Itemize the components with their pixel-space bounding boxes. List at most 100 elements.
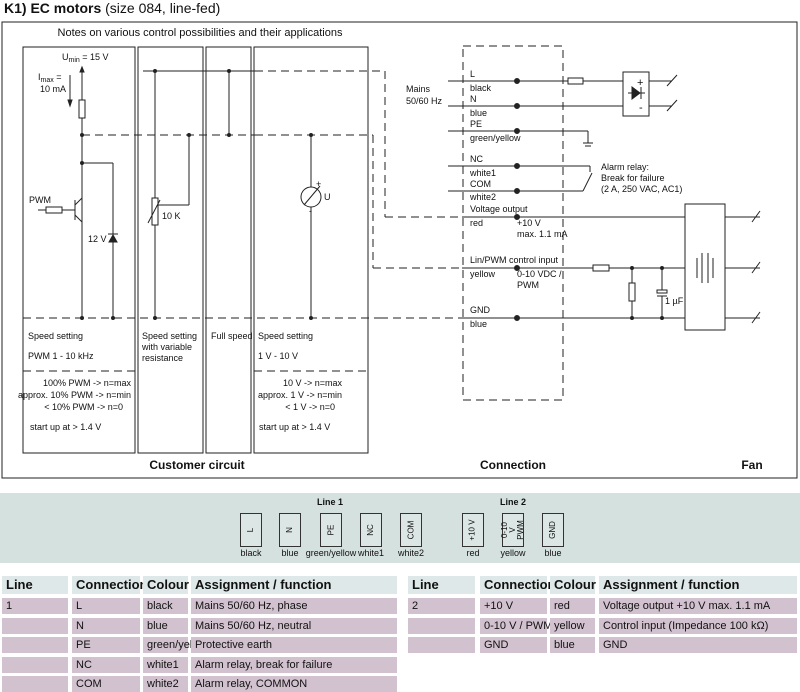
connector-label: GND bbox=[548, 521, 557, 539]
table-cell: Alarm relay, break for failure bbox=[191, 656, 397, 673]
table-cell: 1 bbox=[2, 598, 68, 614]
table-cell: N bbox=[72, 617, 140, 634]
connector-colour: yellow bbox=[500, 548, 526, 558]
umin-label: Umin = 15 V bbox=[62, 52, 109, 64]
connector-colour: green/yellow bbox=[305, 548, 357, 558]
connector-label: PE bbox=[325, 524, 335, 536]
meter-label: U bbox=[324, 192, 331, 202]
terminal-label: yellow bbox=[470, 269, 496, 279]
box1-note: 100% PWM -> n=max bbox=[43, 378, 132, 388]
connector-1: N bbox=[279, 513, 301, 547]
box1-note: start up at > 1.4 V bbox=[30, 422, 101, 432]
column-header: Line bbox=[2, 576, 68, 594]
connector-label: L bbox=[245, 527, 255, 533]
line2-label: Line 2 bbox=[499, 497, 527, 507]
table-cell: PE bbox=[72, 637, 140, 653]
imax-label: Imax = bbox=[38, 72, 62, 84]
column-header: Connection bbox=[72, 576, 148, 594]
column-header: Connection bbox=[480, 576, 556, 594]
column-header: Line bbox=[408, 576, 475, 594]
box2-text: resistance bbox=[142, 353, 183, 363]
terminal-label: N bbox=[470, 94, 477, 104]
terminal-label: Voltage output bbox=[470, 204, 528, 214]
table-cell: +10 V bbox=[480, 598, 547, 614]
box1-note: < 10% PWM -> n=0 bbox=[44, 402, 123, 412]
customer-box-pwm bbox=[22, 46, 136, 454]
column-header: Assignment / function bbox=[599, 576, 797, 594]
table-cell: blue bbox=[550, 637, 595, 653]
imax-value: 10 mA bbox=[40, 84, 66, 94]
terminal-label: blue bbox=[470, 108, 487, 118]
terminal-label: GND bbox=[470, 305, 491, 315]
connector-label: COM bbox=[405, 520, 415, 540]
customer-circuit-label: Customer circuit bbox=[149, 458, 244, 472]
alarm-relay-label: (2 A, 250 VAC, AC1) bbox=[601, 184, 682, 194]
column-header: Colour bbox=[143, 576, 189, 594]
table-cell: yellow bbox=[550, 617, 595, 634]
rectifier-minus: - bbox=[639, 102, 643, 114]
wiring-diagram: Notes on various control possibilities a… bbox=[1, 21, 798, 479]
box2-text: Speed setting bbox=[142, 331, 197, 341]
terminal-label: blue bbox=[470, 319, 487, 329]
terminal-label: white1 bbox=[469, 168, 496, 178]
meter-plus: + bbox=[316, 179, 321, 189]
terminal-label: max. 1.1 mA bbox=[517, 229, 568, 239]
capacitor-label: 1 µF bbox=[665, 296, 684, 306]
connection-label: Connection bbox=[480, 458, 546, 472]
table-cell bbox=[408, 637, 475, 653]
connector-4: COM bbox=[400, 513, 422, 547]
box1-text: PWM 1 - 10 kHz bbox=[28, 351, 94, 361]
table-cell: COM bbox=[72, 676, 140, 692]
box4-note: approx. 1 V -> n=min bbox=[258, 390, 342, 400]
connector-2: PE bbox=[320, 513, 342, 547]
table-cell bbox=[2, 617, 68, 634]
connector-colour: blue bbox=[544, 548, 562, 558]
terminal-label: +10 V bbox=[517, 218, 541, 228]
table-cell: blue bbox=[143, 617, 188, 634]
table-cell: Protective earth bbox=[191, 637, 397, 653]
customer-box-resistor bbox=[137, 46, 204, 454]
meter-minus: - bbox=[309, 206, 312, 216]
title-bold: K1) EC motors bbox=[4, 0, 102, 16]
box2-text: with variable bbox=[141, 342, 192, 352]
title-sub: (size 084, line-fed) bbox=[101, 0, 221, 16]
outer-frame bbox=[1, 21, 798, 479]
connector-3: NC bbox=[360, 513, 382, 547]
alarm-relay-label: Alarm relay: bbox=[601, 162, 649, 172]
table-cell: 2 bbox=[408, 598, 475, 614]
resistor-circuit bbox=[143, 69, 322, 320]
rectifier-plus: + bbox=[637, 77, 643, 89]
table-cell: black bbox=[143, 598, 188, 614]
connection-wiring bbox=[448, 71, 761, 331]
customer-box-voltage bbox=[253, 46, 369, 454]
line1-label: Line 1 bbox=[316, 497, 344, 507]
connector-label: N bbox=[285, 527, 294, 533]
connector-colour: blue bbox=[281, 548, 299, 558]
connector-colour: black bbox=[240, 548, 262, 558]
customer-box-full bbox=[205, 46, 252, 454]
table-cell: L bbox=[72, 598, 140, 614]
box4-text: Speed setting bbox=[258, 331, 313, 341]
terminal-label: black bbox=[470, 83, 492, 93]
terminal-label: PE bbox=[470, 119, 482, 129]
table-cell bbox=[2, 676, 68, 692]
table-cell: NC bbox=[72, 656, 140, 673]
column-header: Colour bbox=[550, 576, 596, 594]
box4-note: start up at > 1.4 V bbox=[259, 422, 330, 432]
terminal-label: PWM bbox=[517, 280, 539, 290]
connector-7: GND bbox=[542, 513, 564, 547]
table-cell: white1 bbox=[143, 656, 188, 673]
table-cell: GND bbox=[599, 637, 797, 653]
column-header: Assignment / function bbox=[191, 576, 397, 594]
mains-label: Mains bbox=[406, 84, 431, 94]
connector-0: L bbox=[240, 513, 262, 547]
connection-box bbox=[462, 45, 564, 401]
table-cell bbox=[408, 617, 475, 634]
terminal-label: white2 bbox=[469, 192, 496, 202]
connector-label: +10 V bbox=[468, 519, 478, 541]
table-cell: Mains 50/60 Hz, neutral bbox=[191, 617, 397, 634]
notes-heading: Notes on various control possibilities a… bbox=[58, 27, 343, 39]
terminal-label: 0-10 VDC / bbox=[517, 269, 562, 279]
connector-label: NC bbox=[366, 524, 375, 536]
